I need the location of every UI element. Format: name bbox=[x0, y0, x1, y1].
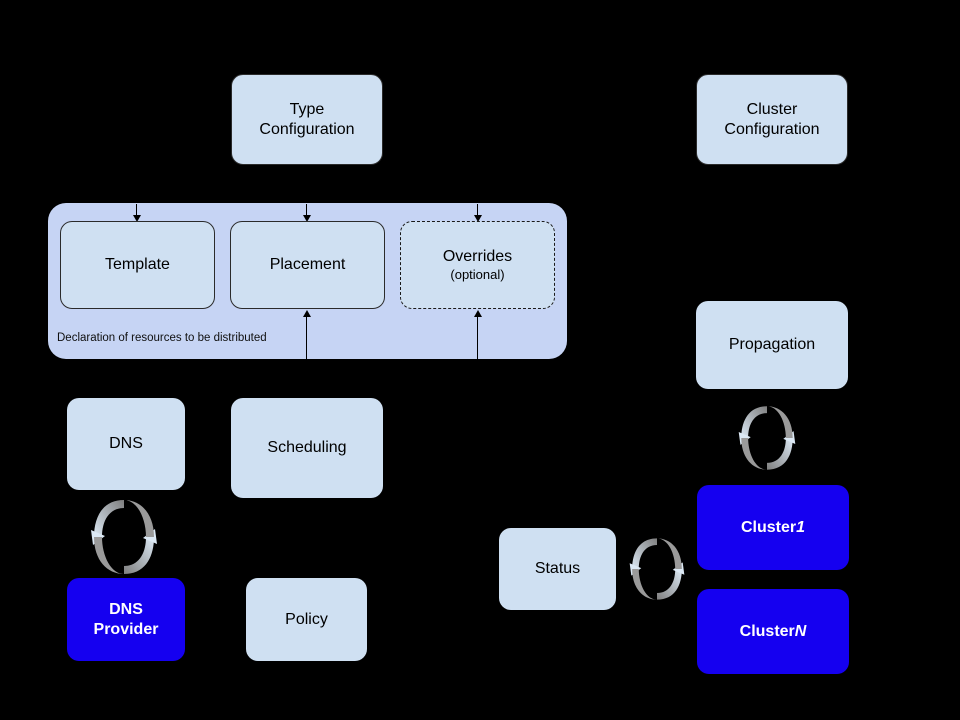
node-dns[interactable]: DNS bbox=[67, 398, 185, 490]
node-propagation[interactable]: Propagation bbox=[696, 301, 848, 389]
node-cluster-1-prefix: Cluster bbox=[740, 518, 797, 536]
node-overrides-label: Overrides bbox=[442, 248, 513, 266]
arrow-up-icon-placement bbox=[303, 310, 311, 317]
node-dns-provider[interactable]: DNS Provider bbox=[67, 578, 185, 661]
node-scheduling[interactable]: Scheduling bbox=[231, 398, 383, 498]
node-cluster-n-emphasis: N bbox=[794, 622, 807, 640]
connector-type-config-to-overrides bbox=[477, 204, 478, 217]
node-cluster-n-prefix: Cluster bbox=[739, 622, 795, 640]
node-template[interactable]: Template bbox=[60, 221, 215, 309]
group-declaration-caption: Declaration of resources to be distribut… bbox=[57, 332, 267, 344]
node-policy[interactable]: Policy bbox=[246, 578, 367, 661]
arrow-down-icon-overrides bbox=[474, 215, 482, 222]
sync-arrows-icon-status bbox=[628, 528, 686, 615]
node-placement[interactable]: Placement bbox=[230, 221, 385, 309]
connector-scheduling-to-placement bbox=[306, 316, 307, 359]
node-status[interactable]: Status bbox=[499, 528, 616, 610]
arrow-down-icon-placement bbox=[303, 215, 311, 222]
connector-type-config-to-placement bbox=[306, 204, 307, 217]
node-cluster-n[interactable]: Cluster N bbox=[697, 589, 849, 674]
node-cluster-1-emphasis: 1 bbox=[796, 518, 806, 536]
connector-type-config-to-template bbox=[136, 204, 137, 217]
arrow-down-icon-template bbox=[133, 215, 141, 222]
node-cluster-configuration[interactable]: Cluster Configuration bbox=[696, 74, 848, 165]
node-overrides[interactable]: Overrides (optional) bbox=[400, 221, 555, 309]
connector-policy-to-overrides bbox=[477, 316, 478, 359]
arrow-up-icon-overrides bbox=[474, 310, 482, 317]
node-type-configuration[interactable]: Type Configuration bbox=[231, 74, 383, 165]
sync-arrows-icon-dns bbox=[89, 496, 159, 583]
node-cluster-1[interactable]: Cluster 1 bbox=[697, 485, 849, 570]
node-overrides-sublabel: (optional) bbox=[450, 266, 505, 282]
sync-arrows-icon-propagation bbox=[737, 396, 797, 485]
